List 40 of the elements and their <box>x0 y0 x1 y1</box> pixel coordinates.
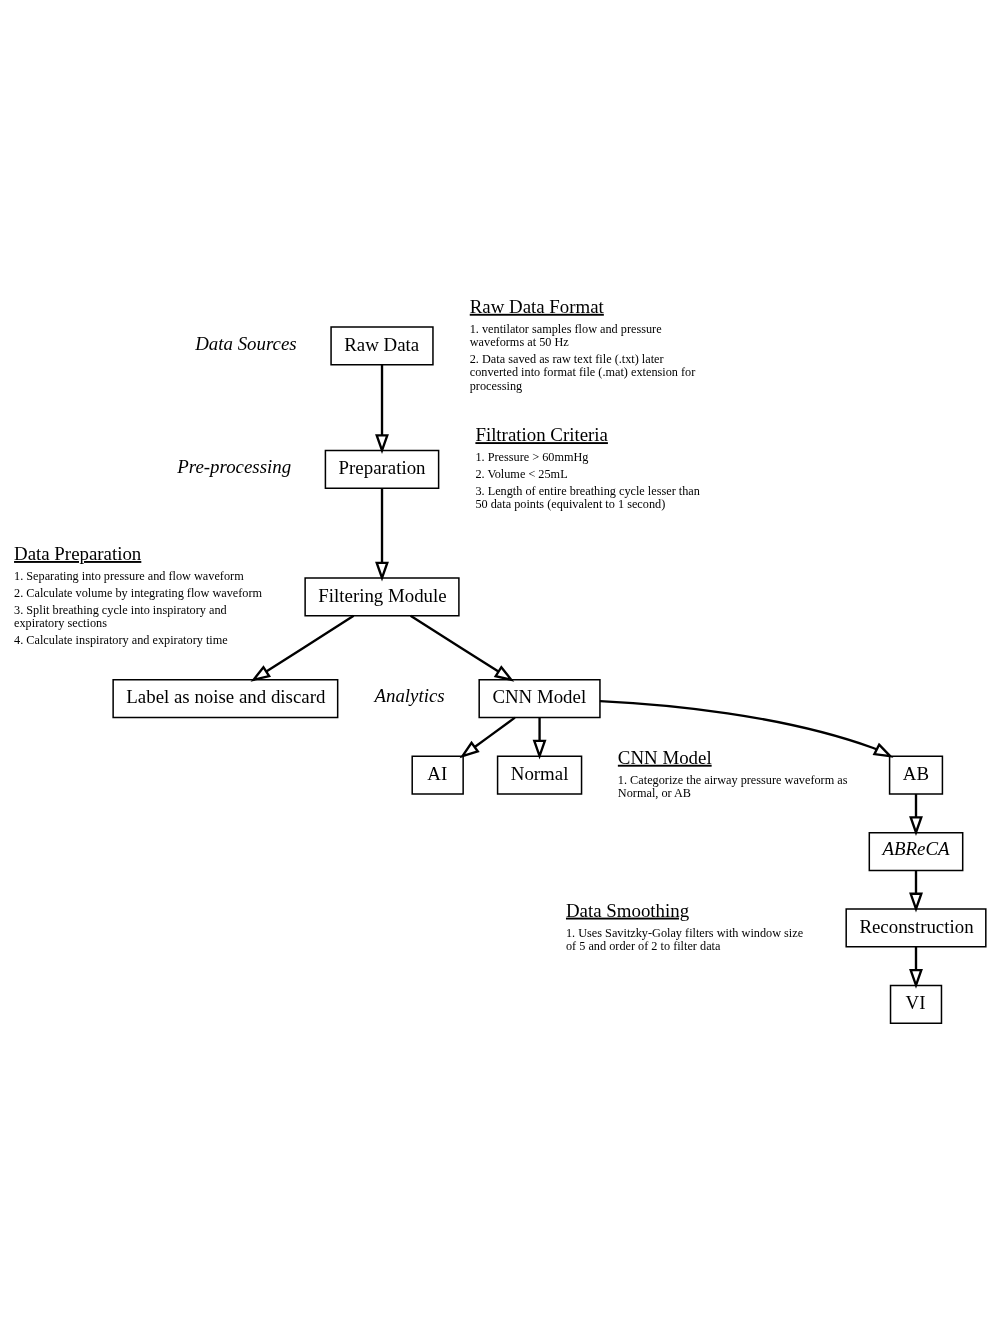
label: 1. Uses Savitzky-Golay filters with window size of 5 and order of 2 to filter data <box>565 925 804 954</box>
arrow <box>909 794 923 836</box>
arrow <box>409 614 515 682</box>
label: 2. Volume < 25mL <box>475 467 568 482</box>
arrow <box>599 699 894 758</box>
node-box: Reconstruction <box>845 908 987 948</box>
label: 3. Length of entire breathing cycle lesser than 50 data points (equivalent to 1 second) <box>475 484 700 512</box>
label: 2. Data saved as raw text file (.txt) later converted into format file (.mat) extension for processing <box>469 352 696 393</box>
label: Data Preparation <box>14 542 142 564</box>
label: Raw Data Format <box>469 295 604 317</box>
label: 1. Separating into pressure and flow waveform <box>14 569 244 584</box>
label: Analytics <box>374 685 445 707</box>
node-box: AI <box>411 755 464 795</box>
node-box: Raw Data <box>330 326 434 366</box>
label: 1. Categorize the airway pressure waveform as Normal, or AB <box>617 772 848 801</box>
label: 3. Split breathing cycle into inspiratory and expiratory sections <box>14 603 227 631</box>
node-box: Filtering Module <box>304 577 460 617</box>
node-box: ABReCA <box>868 831 964 872</box>
label: CNN Model <box>617 746 712 768</box>
node-box: VI <box>889 984 943 1024</box>
node-box: AB <box>888 755 944 795</box>
arrow <box>909 946 923 989</box>
node-box: CNN Model <box>478 679 601 719</box>
label: 4. Calculate inspiratory and expiratory time <box>14 633 228 648</box>
arrow <box>532 717 547 760</box>
label: Filtration Criteria <box>475 424 608 446</box>
label: Pre-processing <box>177 456 292 478</box>
arrow <box>459 716 516 759</box>
label: Data Smoothing <box>565 899 690 921</box>
label: 1. Pressure > 60mmHg <box>475 450 589 465</box>
arrow <box>375 364 389 454</box>
arrow <box>375 488 389 582</box>
node-box: Preparation <box>324 449 440 490</box>
node-box: Label as noise and discard <box>112 679 339 719</box>
arrow <box>909 870 923 913</box>
label: 1. ventilator samples flow and pressure waveforms at 50 Hz <box>469 322 662 350</box>
label: Data Sources <box>195 332 297 354</box>
node-box: Normal <box>496 755 583 795</box>
label: 2. Calculate volume by integrating flow waveform <box>14 586 263 601</box>
arrow <box>250 614 355 682</box>
